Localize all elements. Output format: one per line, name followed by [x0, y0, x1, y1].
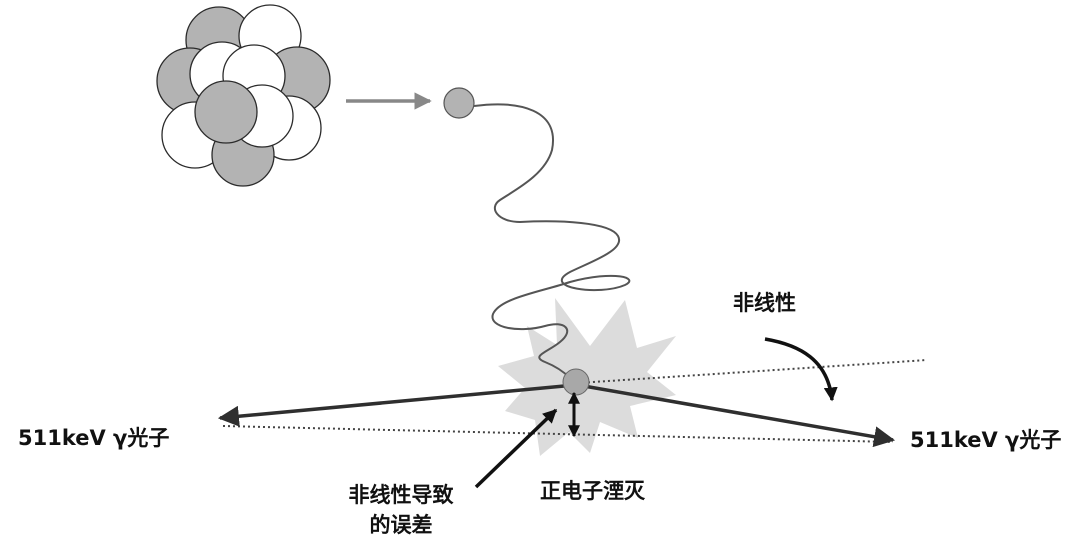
- positron-track: [473, 103, 631, 379]
- photon-label-left: 511keV γ光子: [18, 426, 170, 450]
- photon-label-right: 511keV γ光子: [910, 428, 1062, 452]
- ideal-line-of-response: [222, 425, 894, 443]
- non-linearity-label: 非线性: [733, 291, 796, 315]
- photon-arrow-right: [577, 383, 896, 448]
- annihilation-point: [562, 368, 590, 396]
- annihilation-label: 正电子湮灭: [540, 479, 645, 503]
- error-label-line1: 非线性导致: [348, 483, 454, 507]
- nucleon-proton: [194, 80, 258, 144]
- non-linearity-arrow: [764, 337, 838, 402]
- error-label-line2: 的误差: [369, 513, 433, 537]
- nucleus: [156, 4, 331, 187]
- emitted-positron: [443, 87, 475, 119]
- non-collinear-reference-line: [577, 359, 928, 384]
- photon-arrow-left: [217, 383, 576, 427]
- error-label: 非线性导致 的误差: [326, 480, 476, 540]
- error-pointer-arrow: [474, 408, 558, 489]
